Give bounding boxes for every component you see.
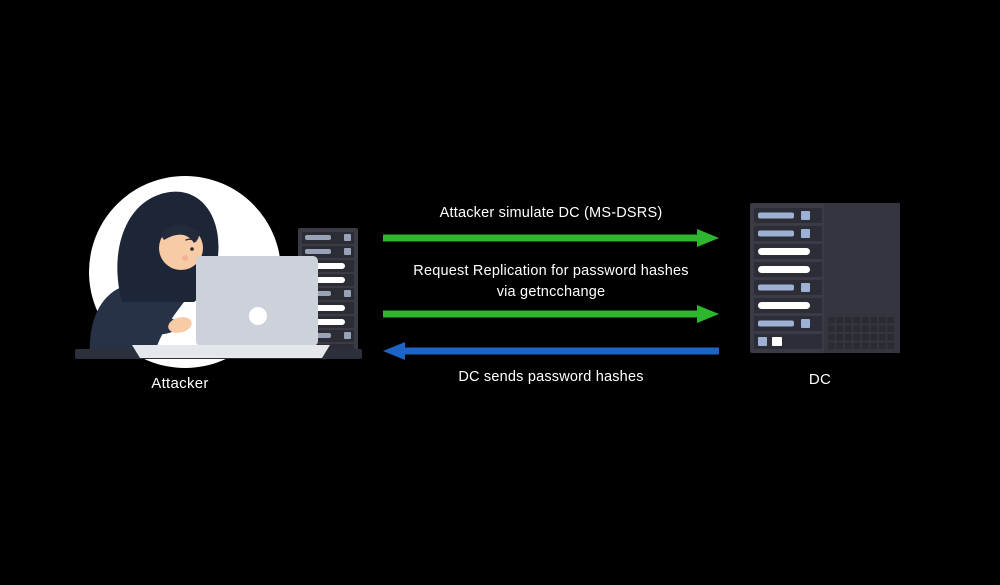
message-2-label-line1: Request Replication for password hashes: [413, 263, 689, 279]
message-3-label: DC sends password hashes: [458, 369, 644, 385]
attacker-illustration: [75, 176, 362, 368]
dc-server-illustration: [750, 203, 900, 353]
message-2-label: Request Replication for password hashes …: [383, 261, 719, 303]
message-2-arrow-right: [383, 305, 719, 323]
dc-label: DC: [808, 371, 832, 388]
server-vent-grid: [828, 317, 894, 349]
message-3-arrow-left: [383, 342, 719, 360]
attacker-hand: [120, 306, 192, 335]
message-2-label-line2: via getncchange: [496, 284, 606, 300]
hooded-attacker-figure: [89, 191, 219, 356]
message-1-arrow-right: [383, 229, 719, 247]
attacker-hair: [160, 224, 200, 243]
message-1-label: Attacker simulate DC (MS-DSRS): [439, 205, 663, 221]
laptop-icon: [132, 256, 330, 358]
attacker-label: Attacker: [151, 375, 209, 392]
laptop-logo: [249, 307, 267, 325]
